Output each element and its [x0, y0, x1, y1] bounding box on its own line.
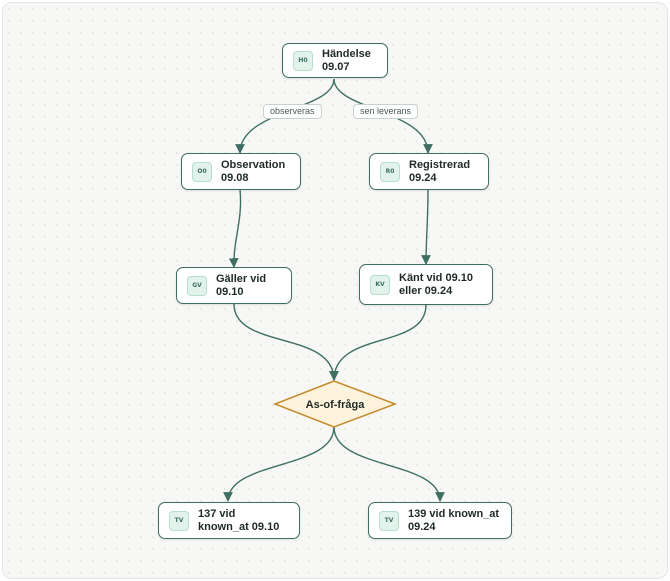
asof-label: As-of-fråga: [305, 399, 365, 411]
node-badge: GV: [187, 275, 207, 296]
node-badge: H0: [293, 50, 313, 71]
node-label: Observation 09.08: [221, 158, 286, 184]
edge-galler-asof: [233, 303, 339, 381]
edge-asof-tv1: [223, 426, 335, 502]
node-badge: TV: [169, 510, 189, 531]
edge-label-observeras: observeras: [263, 104, 322, 119]
node-registrerad[interactable]: R0 Registrerad 09.24: [369, 153, 489, 190]
asof-diamond: [272, 380, 398, 428]
node-badge: O0: [192, 161, 212, 182]
node-tv-139[interactable]: TV 139 vid known_at 09.24: [368, 502, 512, 539]
node-badge: KV: [370, 274, 390, 295]
edge-observation-galler: [228, 189, 242, 268]
node-label: Händelse 09.07: [322, 47, 371, 73]
node-badge: R0: [380, 161, 400, 182]
node-badge: TV: [379, 510, 399, 531]
node-galler[interactable]: GV Gäller vid 09.10: [176, 267, 292, 304]
edge-kant-asof: [329, 304, 427, 381]
node-label: Känt vid 09.10 eller 09.24: [399, 271, 473, 297]
node-tv-137[interactable]: TV 137 vid known_at 09.10: [158, 502, 300, 539]
node-label: Registrerad 09.24: [409, 158, 471, 184]
node-label: 137 vid known_at 09.10: [198, 507, 280, 533]
node-label: 139 vid known_at 09.24: [408, 507, 500, 533]
node-label: Gäller vid 09.10: [216, 272, 267, 298]
node-kant[interactable]: KV Känt vid 09.10 eller 09.24: [359, 264, 493, 305]
edge-registrerad-kant: [421, 189, 431, 265]
edge-label-sen-leverans: sen leverans: [353, 104, 419, 119]
edge-asof-tv2: [333, 426, 445, 502]
node-observation[interactable]: O0 Observation 09.08: [181, 153, 301, 190]
node-handelse[interactable]: H0 Händelse 09.07: [282, 43, 388, 78]
